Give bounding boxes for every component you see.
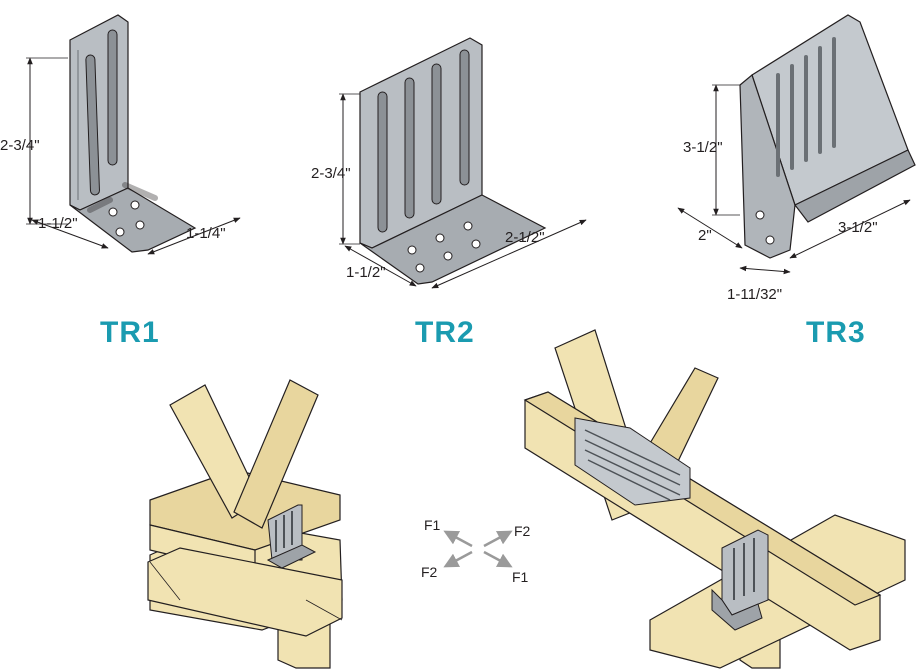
force-f1-top-label: F1 xyxy=(424,517,441,533)
force-f2-top-label: F2 xyxy=(514,523,531,539)
tr1-width-label: 1-1/2" xyxy=(38,215,78,232)
tr1-dimension-lines xyxy=(26,57,241,255)
tr1-title: TR1 xyxy=(100,316,160,349)
force-direction-arrows xyxy=(443,530,513,568)
installation-right-connector xyxy=(711,529,769,631)
tr2-dimension-lines xyxy=(339,93,587,289)
tr2-width-label: 1-1/2" xyxy=(346,264,386,281)
installation-left-connector xyxy=(266,504,317,569)
tr2-depth-label: 2-1/2" xyxy=(505,229,545,246)
force-f2-bottom-label: F2 xyxy=(421,564,438,580)
tr2-title: TR2 xyxy=(415,316,475,349)
installation-left-illustration xyxy=(147,379,343,669)
tr3-connector-illustration xyxy=(739,14,916,259)
tr3-title: TR3 xyxy=(806,316,866,349)
tr3-width-label: 2" xyxy=(698,227,712,244)
tr1-height-label: 2-3/4" xyxy=(0,137,40,154)
tr2-height-label: 2-3/4" xyxy=(311,165,351,182)
tr3-height-label: 3-1/2" xyxy=(683,139,723,156)
tr3-depth-label: 3-1/2" xyxy=(838,219,878,236)
tr1-depth-label: 1-1/4" xyxy=(186,225,226,242)
tr3-dimension-lines xyxy=(677,84,911,275)
tr1-connector-illustration xyxy=(69,14,197,253)
tr2-connector-illustration xyxy=(359,37,547,285)
tr3-flange-label: 1-11/32" xyxy=(727,286,782,303)
installation-right-gusset-plate xyxy=(574,417,691,506)
force-f1-bottom-label: F1 xyxy=(512,569,529,585)
installation-right-illustration xyxy=(523,329,906,669)
